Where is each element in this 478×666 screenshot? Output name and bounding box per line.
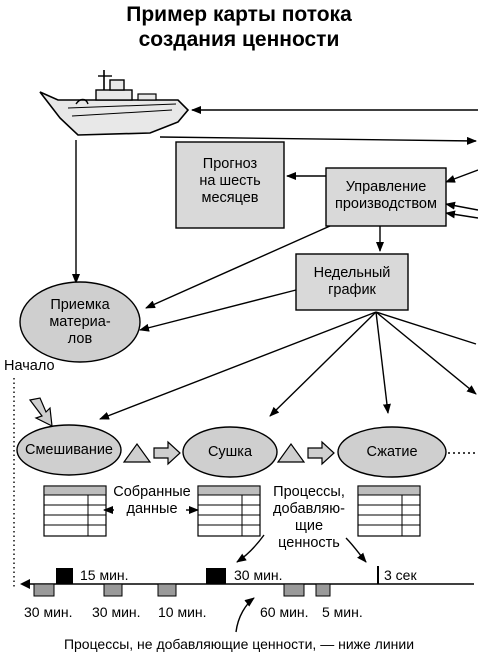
non-value-adding-caption: Процессы, не добавляющие ценности, — ниж… (63, 636, 415, 652)
collected-data-label: Собранные данные (113, 484, 191, 517)
drying-ellipse (182, 426, 278, 478)
arrow-schedule-to-drying (269, 311, 377, 417)
arrow-schedule-to-pressing (375, 311, 391, 414)
mixing-label: Смешивание (24, 442, 113, 458)
receiving-label: Приемка материа- лов (49, 297, 111, 347)
value-adding-block (56, 568, 73, 584)
data-box-pressing (357, 485, 421, 537)
weekly-schedule-box (295, 253, 409, 311)
arrow-schedule-to-next (375, 311, 477, 395)
arrow-non-value-adding (235, 597, 255, 633)
push-arrow-icon (153, 440, 181, 466)
push-arrow-icon (307, 440, 335, 466)
forecast-box (175, 141, 285, 229)
timeline-upper-1: 15 мин. (80, 567, 129, 583)
timeline-lower-4: 60 мин. (260, 604, 309, 620)
production-control-label: Управление производством (335, 179, 437, 212)
arrow-schedule-to-mixing (99, 311, 377, 420)
non-value-adding-block (315, 583, 331, 597)
timeline-lower-2: 30 мин. (92, 604, 141, 620)
arrow-info-3 (445, 210, 478, 219)
non-value-adding-block (157, 583, 177, 597)
pressing-label: Сжатие (366, 444, 418, 460)
non-value-adding-block (103, 583, 123, 597)
timeline-lower-5: 5 мин. (322, 604, 363, 620)
timeline-upper-3: 3 сек (384, 567, 417, 583)
start-label: Начало (4, 358, 55, 374)
inventory-triangle-icon (276, 442, 306, 463)
arrow-control-to-receiving (145, 225, 331, 309)
ship-icon (39, 70, 190, 136)
arrow-info-1 (445, 169, 478, 183)
data-box-drying (197, 485, 261, 537)
arrow-ship-to-right (159, 136, 477, 145)
receiving-ellipse (19, 281, 141, 363)
pressing-ellipse (337, 426, 447, 478)
title-line-2: создания ценности (138, 28, 340, 51)
inventory-triangle-icon (122, 442, 152, 463)
timeline-lower-1: 30 мин. (24, 604, 73, 620)
value-adding-label: Процессы, добавляю- щие ценность (273, 484, 345, 551)
timeline-upper-2: 30 мин. (234, 567, 283, 583)
non-value-adding-block (33, 583, 55, 597)
mixing-ellipse (16, 424, 122, 476)
forecast-label: Прогноз на шесть месяцев (199, 156, 261, 206)
arrow-value-adding-1 (236, 534, 265, 563)
weekly-schedule-label: Недельный график (313, 265, 391, 298)
non-value-adding-block (283, 583, 305, 597)
value-adding-block (206, 568, 226, 584)
arrow-value-adding-2 (345, 537, 367, 563)
start-arrow-icon (28, 397, 53, 428)
arrow-schedule-right (375, 311, 477, 345)
arrow-schedule-to-receiving (139, 289, 297, 332)
arrow-info-2 (445, 201, 478, 211)
production-control-box (325, 167, 447, 227)
drying-label: Сушка (207, 444, 253, 460)
title-line-1: Пример карты потока (126, 3, 352, 26)
timeline-arrow-icon (20, 579, 30, 589)
data-box-mixing (43, 485, 107, 537)
timeline-lower-3: 10 мин. (158, 604, 207, 620)
